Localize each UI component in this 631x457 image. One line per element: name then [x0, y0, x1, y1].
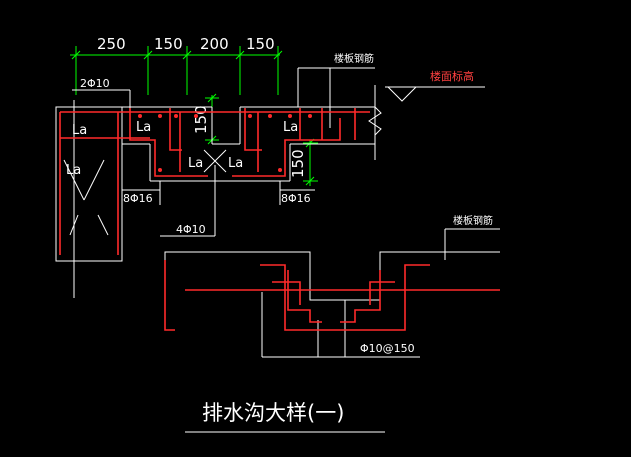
dim-150-right: 150	[246, 35, 275, 53]
slab-rebar-note-right: 楼板钢筋	[453, 214, 493, 227]
la-label-5: La	[228, 156, 243, 171]
rebar-side-left-label: 8Φ16	[123, 192, 153, 205]
floor-level-note: 楼面标高	[430, 69, 474, 83]
dim-vertical-150-a: 150	[192, 105, 210, 134]
la-label-4: La	[188, 156, 203, 171]
rebar-lower	[164, 260, 500, 331]
slab-rebar-note-top: 楼板钢筋	[334, 52, 374, 65]
section-outline	[55, 67, 485, 298]
la-label-3: La	[136, 120, 151, 135]
dimension-chain	[70, 46, 283, 95]
rebar-side-right-label: 8Φ16	[281, 192, 311, 205]
rebar-bottom-label: 4Φ10	[176, 223, 206, 236]
rebar-upper	[59, 108, 370, 255]
dim-250: 250	[97, 35, 126, 53]
rebar-dots	[138, 114, 312, 172]
la-label-6: La	[283, 120, 298, 135]
la-label-1: La	[72, 123, 87, 138]
stirrup-label: Φ10@150	[360, 342, 415, 355]
drawing-title: 排水沟大样(一)	[202, 401, 344, 425]
la-label-2: La	[66, 163, 81, 178]
dim-vertical-150-b: 150	[289, 149, 307, 178]
dim-150-left: 150	[154, 35, 183, 53]
dimension-vertical-b	[303, 138, 318, 186]
rebar-top-label: 2Φ10	[80, 77, 110, 90]
lower-detail-outline	[164, 228, 500, 358]
dim-200: 200	[200, 35, 229, 53]
